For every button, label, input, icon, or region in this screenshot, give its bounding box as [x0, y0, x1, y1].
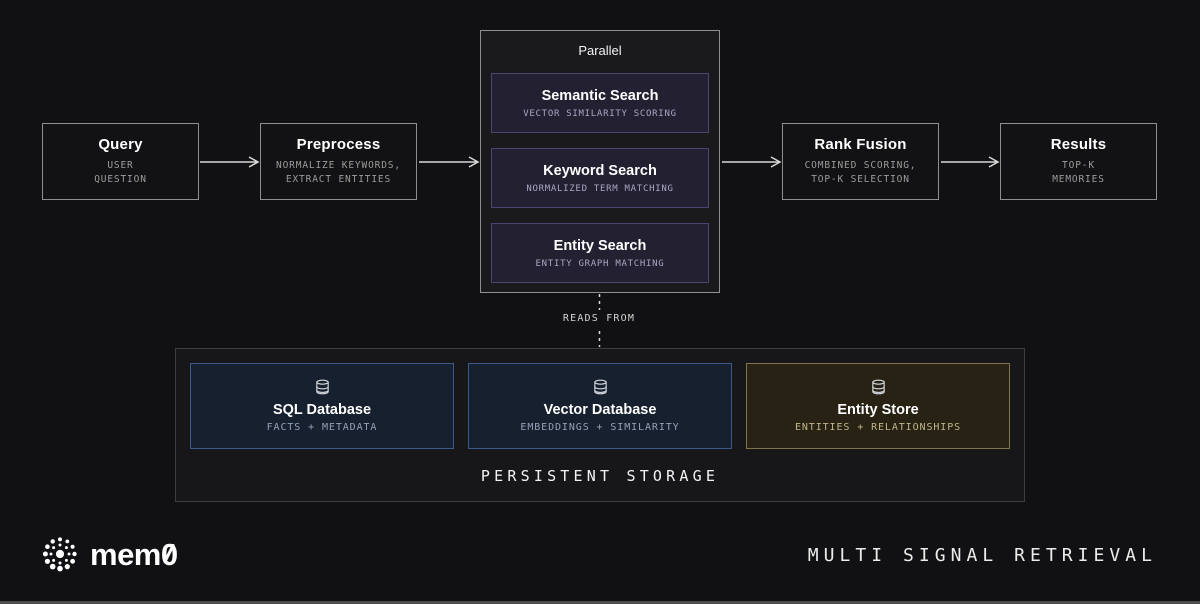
search-box-title: Keyword Search: [543, 162, 657, 179]
database-icon: [315, 379, 329, 395]
node-title: Results: [1050, 135, 1107, 153]
vector-database-box: Vector Database EMBEDDINGS + SIMILARITY: [468, 363, 732, 449]
search-box-title: Entity Search: [553, 237, 647, 254]
search-box-subtitle: VECTOR SIMILARITY SCORING: [523, 108, 677, 119]
flow-node-rank-fusion: Rank Fusion COMBINED SCORING, TOP-K SELE…: [782, 123, 939, 200]
entity-store-box: Entity Store ENTITIES + RELATIONSHIPS: [746, 363, 1010, 449]
parallel-group-label: Parallel: [578, 43, 622, 58]
database-icon: [593, 379, 607, 395]
sql-database-box: SQL Database FACTS + METADATA: [190, 363, 454, 449]
mem0-logo-mark: [42, 537, 77, 572]
store-title: Entity Store: [837, 402, 919, 418]
flow-node-query: Query USER QUESTION: [42, 123, 199, 200]
node-subtitle: TOP-K MEMORIES: [1052, 159, 1105, 185]
node-title: Preprocess: [296, 135, 381, 153]
keyword-search-box: Keyword Search NORMALIZED TERM MATCHING: [491, 148, 709, 208]
arrow-rankfusion-to-results: [941, 156, 1000, 168]
node-title: Rank Fusion: [814, 135, 907, 153]
persistent-storage-label: PERSISTENT STORAGE: [480, 467, 720, 485]
store-subtitle: ENTITIES + RELATIONSHIPS: [794, 422, 962, 433]
store-title: SQL Database: [272, 402, 372, 418]
flow-node-results: Results TOP-K MEMORIES: [1000, 123, 1157, 200]
search-box-subtitle: ENTITY GRAPH MATCHING: [535, 258, 665, 269]
flow-node-preprocess: Preprocess NORMALIZE KEYWORDS, EXTRACT E…: [260, 123, 417, 200]
parallel-group: Parallel Semantic Search VECTOR SIMILARI…: [480, 30, 720, 293]
arrow-query-to-preprocess: [200, 156, 260, 168]
bottom-divider: [0, 601, 1200, 604]
store-subtitle: FACTS + METADATA: [266, 422, 378, 433]
persistent-storage-group: SQL Database FACTS + METADATA Vector Dat…: [175, 348, 1025, 502]
node-title: Query: [98, 135, 143, 153]
brand-zero: 0: [160, 536, 178, 572]
reads-from-label: READS FROM: [562, 313, 636, 324]
brand-prefix: mem: [90, 536, 161, 572]
store-subtitle: EMBEDDINGS + SIMILARITY: [520, 422, 680, 433]
node-subtitle: USER QUESTION: [94, 159, 147, 185]
arrow-parallel-to-rankfusion: [722, 156, 782, 168]
diagram-caption: MULTI SIGNAL RETRIEVAL: [807, 545, 1157, 566]
database-icon: [871, 379, 885, 395]
store-title: Vector Database: [543, 402, 657, 418]
semantic-search-box: Semantic Search VECTOR SIMILARITY SCORIN…: [491, 73, 709, 133]
node-subtitle: COMBINED SCORING, TOP-K SELECTION: [804, 159, 917, 185]
arrow-preprocess-to-parallel: [419, 156, 480, 168]
search-box-title: Semantic Search: [541, 87, 659, 104]
node-subtitle: NORMALIZE KEYWORDS, EXTRACT ENTITIES: [276, 159, 401, 185]
entity-search-box: Entity Search ENTITY GRAPH MATCHING: [491, 223, 709, 283]
search-box-subtitle: NORMALIZED TERM MATCHING: [526, 183, 674, 194]
